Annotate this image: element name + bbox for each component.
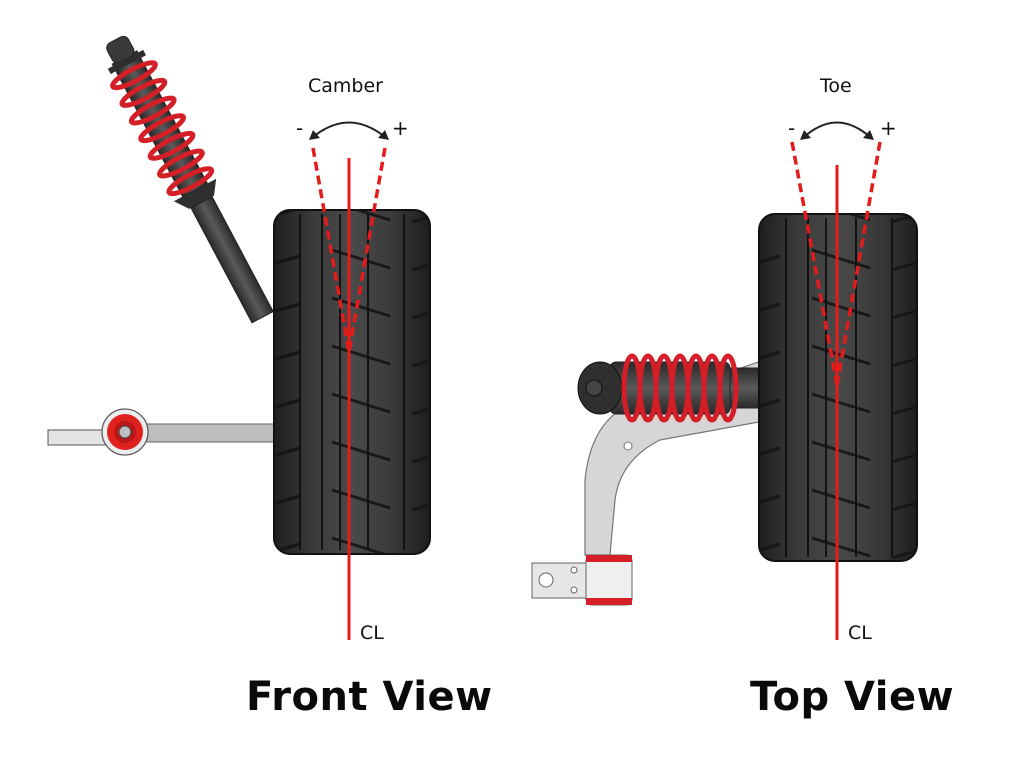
camber-reference-lines	[309, 121, 389, 640]
camber-negative-line	[311, 147, 351, 353]
camber-plus-sign: +	[392, 116, 409, 140]
top-view-group	[531, 121, 918, 640]
camber-label: Camber	[308, 75, 383, 97]
top-centerline-label: CL	[848, 622, 872, 644]
toe-arrow-arc	[803, 121, 871, 138]
toe-label: Toe	[820, 75, 852, 97]
front-view-title: Front View	[246, 674, 493, 720]
camber-positive-line	[347, 147, 387, 353]
toe-reference-lines	[790, 121, 882, 640]
top-shock-absorber	[577, 353, 766, 423]
camber-arrow-arc	[312, 121, 386, 138]
top-view-title: Top View	[750, 674, 955, 720]
front-coil-spring	[110, 60, 215, 197]
front-view-group	[47, 35, 431, 640]
front-shock-absorber	[106, 35, 274, 324]
toe-minus-sign: -	[788, 116, 796, 140]
camber-minus-sign: -	[296, 116, 304, 140]
front-lower-control-arm	[47, 408, 281, 456]
front-view-tire	[273, 209, 431, 555]
toe-plus-sign: +	[880, 116, 897, 140]
top-coil-spring	[621, 353, 739, 423]
front-centerline-label: CL	[360, 622, 384, 644]
